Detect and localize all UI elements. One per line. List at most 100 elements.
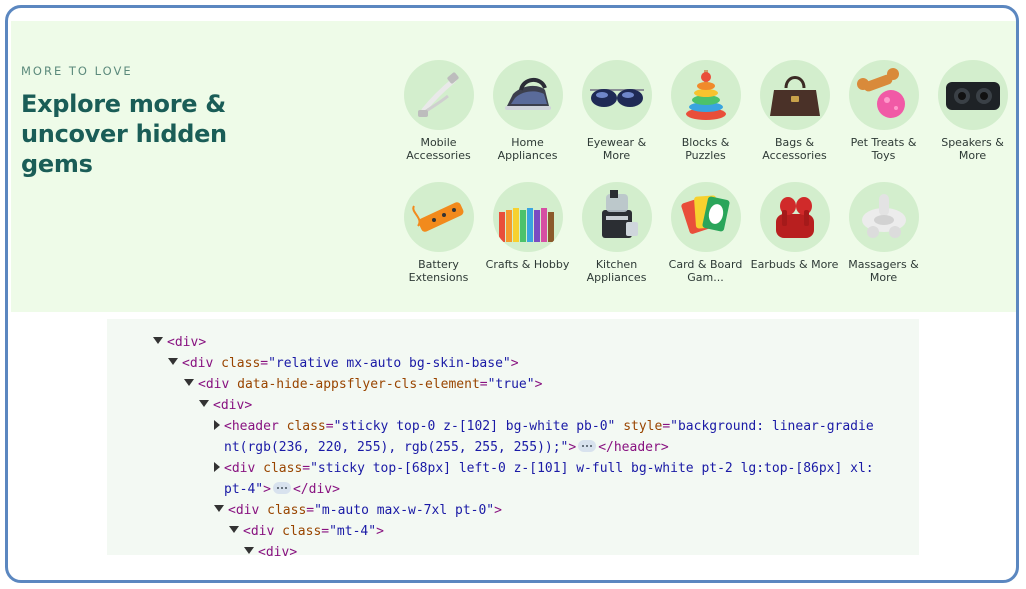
category-image (404, 60, 474, 130)
attr-value: "mt-4" (329, 524, 377, 539)
expanded-caret-icon[interactable] (244, 547, 254, 554)
category-image (849, 60, 919, 130)
category-tile[interactable]: Kitchen Appliances (572, 182, 661, 294)
category-label: Bags & Accessories (762, 136, 827, 162)
category-tile[interactable]: Massagers & More (839, 182, 928, 294)
dom-node-line-wrap[interactable]: nt(rgb(236, 220, 255), rgb(255, 255, 255… (224, 440, 669, 455)
sunglasses-icon (590, 89, 644, 107)
speaker-icon (946, 82, 1000, 110)
tag-close: > (289, 545, 298, 560)
attr-value: "relative mx-auto bg-skin-base" (268, 356, 511, 371)
attr-name: data-hide-appsflyer-cls-element (237, 377, 480, 392)
dom-node-line[interactable]: <div> (199, 395, 252, 416)
category-tile[interactable]: Eyewear & More (572, 60, 661, 172)
tag-end: </header> (598, 440, 669, 455)
juicer-icon (602, 190, 638, 238)
attr-value: "m-auto max-w-7xl pt-0" (314, 503, 495, 518)
tag-close: > (244, 398, 253, 413)
tag-open: <div (198, 377, 230, 392)
dom-node-line[interactable]: <div class="m-auto max-w-7xl pt-0"> (214, 500, 502, 521)
attr-value: "sticky top-0 z-[102] bg-white pb-0" (333, 419, 616, 434)
dom-node-line[interactable]: <div> (244, 542, 297, 563)
category-grid: Mobile Accessories Home Appliances Eyewear… (11, 21, 1016, 312)
collapsed-content-ellipsis[interactable] (272, 482, 291, 494)
category-tile[interactable]: Earbuds & More (750, 182, 839, 294)
earbuds-icon (776, 197, 814, 238)
tag-close: > (198, 335, 207, 350)
category-label: Home Appliances (497, 136, 558, 162)
category-image (760, 182, 830, 252)
category-label: Card & Board Gam... (668, 258, 743, 284)
tag-open: <div (167, 335, 199, 350)
screenshot-frame: MORE TO LOVE Explore more & uncover hidd… (5, 5, 1019, 583)
attr-name: class (267, 503, 307, 518)
category-label: Mobile Accessories (406, 136, 471, 162)
category-label: Crafts & Hobby (485, 258, 570, 271)
tag-close: > (494, 503, 502, 518)
attr-name: class (286, 419, 326, 434)
tag-open: <div (182, 356, 214, 371)
category-tile[interactable]: Card & Board Gam... (661, 182, 750, 294)
tag-close: > (510, 356, 519, 371)
expanded-caret-icon[interactable] (153, 337, 163, 344)
cable-icon (418, 72, 459, 117)
massager-icon (862, 194, 906, 238)
category-image (671, 182, 741, 252)
dog-bone-icon (857, 68, 905, 118)
tag-close: > (534, 377, 543, 392)
attr-name: style (623, 419, 663, 434)
collapsed-caret-icon[interactable] (214, 462, 220, 472)
attr-name: class (263, 461, 303, 476)
dom-node-line[interactable]: <div> (153, 332, 206, 353)
category-label: Battery Extensions (408, 258, 469, 284)
category-tile[interactable]: Pet Treats & Toys (839, 60, 928, 172)
crayons-icon (499, 208, 554, 242)
expanded-caret-icon[interactable] (229, 526, 239, 533)
tag-open: <div (224, 461, 256, 476)
category-image (493, 182, 563, 252)
category-image (938, 60, 1008, 130)
stacking-rings-icon (686, 70, 726, 120)
tag-end: </div> (292, 482, 340, 497)
category-tile[interactable]: Bags & Accessories (750, 60, 839, 172)
extension-board-icon (412, 202, 464, 232)
dom-node-line[interactable]: <div data-hide-appsflyer-cls-element="tr… (184, 374, 542, 395)
devtools-elements-panel: <div><div class="relative mx-auto bg-ski… (107, 319, 919, 560)
category-image (582, 60, 652, 130)
attr-name: class (282, 524, 322, 539)
attr-value-continued: nt(rgb(236, 220, 255), rgb(255, 255, 255… (224, 440, 569, 455)
attr-value: "sticky top-[68px] left-0 z-[101] w-full… (310, 461, 874, 476)
collapsed-content-ellipsis[interactable] (578, 440, 597, 452)
category-tile[interactable]: Mobile Accessories (394, 60, 483, 172)
attr-value: "true" (487, 377, 535, 392)
category-tile[interactable]: Blocks & Puzzles (661, 60, 750, 172)
playing-cards-icon (681, 195, 730, 234)
category-tile[interactable]: Speakers & More (928, 60, 1016, 172)
tag-open: <div (243, 524, 275, 539)
expanded-caret-icon[interactable] (199, 400, 209, 407)
dom-node-line[interactable]: <div class="sticky top-[68px] left-0 z-[… (214, 458, 874, 479)
category-tile[interactable]: Battery Extensions (394, 182, 483, 294)
section-headline: Explore more & uncover hidden gems (21, 90, 227, 178)
dom-node-line[interactable]: <div class="mt-4"> (229, 521, 384, 542)
tag-close: > (376, 524, 384, 539)
category-image (493, 60, 563, 130)
iron-icon (505, 78, 551, 110)
expanded-caret-icon[interactable] (214, 505, 224, 512)
attr-value-continued: pt-4" (224, 482, 264, 497)
category-tile[interactable]: Crafts & Hobby (483, 182, 572, 294)
tag-open: <div (213, 398, 245, 413)
category-label: Earbuds & More (750, 258, 839, 271)
collapsed-caret-icon[interactable] (214, 420, 220, 430)
category-label: Blocks & Puzzles (681, 136, 730, 162)
category-image (760, 60, 830, 130)
category-label: Kitchen Appliances (586, 258, 647, 284)
dom-node-line-wrap[interactable]: pt-4"></div> (224, 482, 340, 497)
category-label: Pet Treats & Toys (850, 136, 917, 162)
expanded-caret-icon[interactable] (184, 379, 194, 386)
expanded-caret-icon[interactable] (168, 358, 178, 365)
dom-node-line[interactable]: <div class="relative mx-auto bg-skin-bas… (168, 353, 519, 374)
category-image (404, 182, 474, 252)
category-tile[interactable]: Home Appliances (483, 60, 572, 172)
dom-node-line[interactable]: <header class="sticky top-0 z-[102] bg-w… (214, 416, 874, 437)
